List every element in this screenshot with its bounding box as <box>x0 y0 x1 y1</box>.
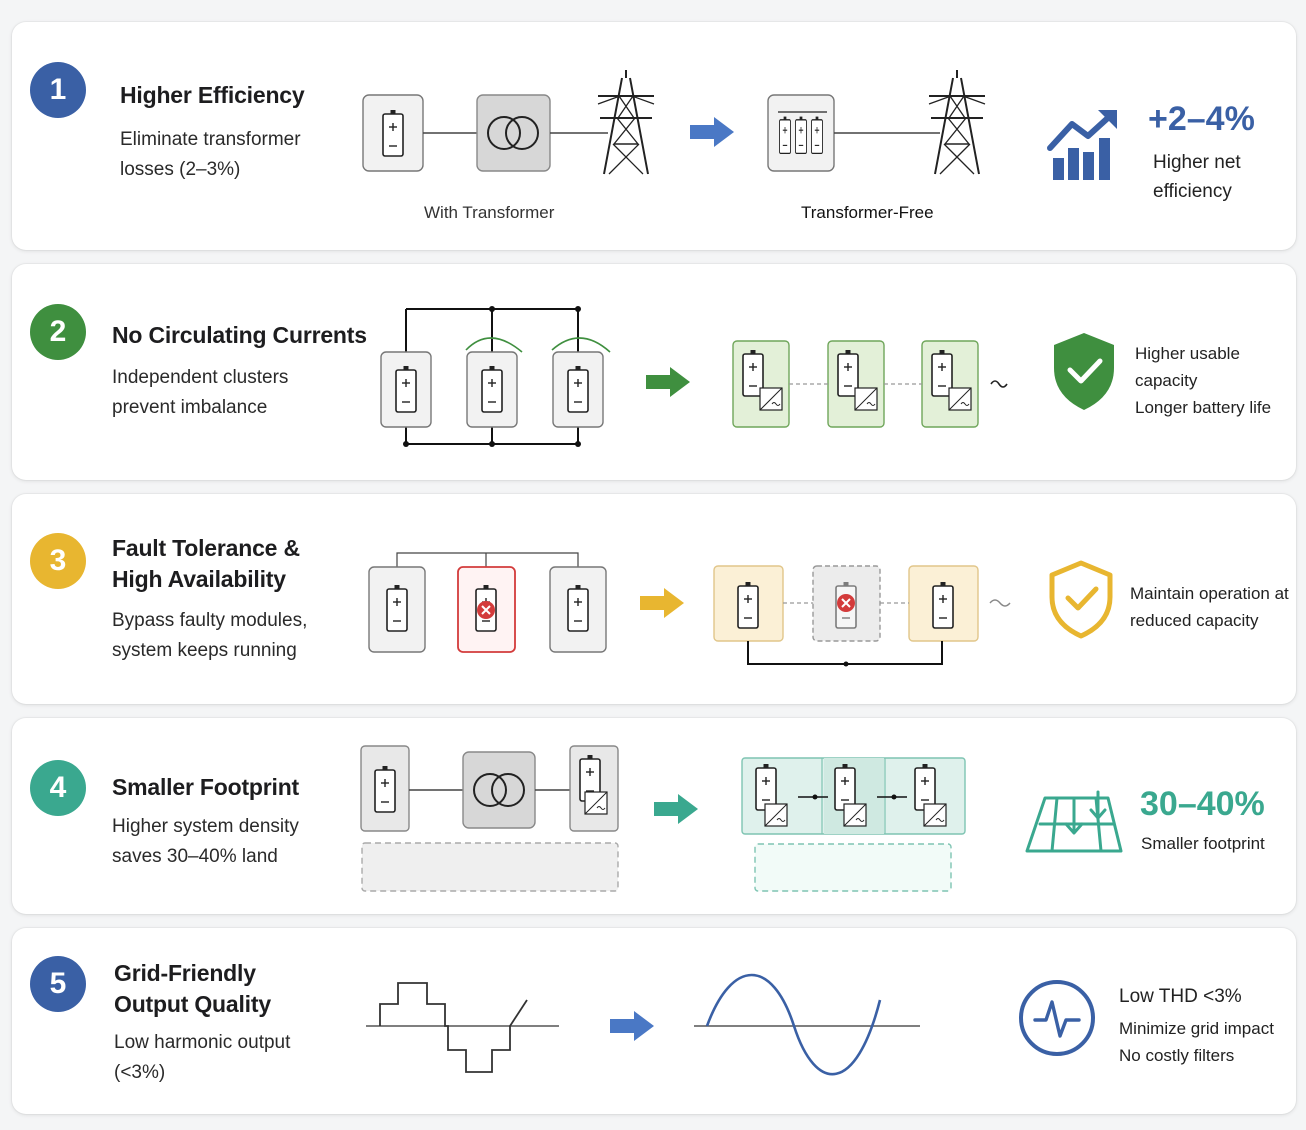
arrow-right-icon <box>646 367 690 397</box>
arrow-right-icon <box>654 794 698 824</box>
transformer-free-diagram <box>767 69 986 175</box>
step-number-5: 5 <box>30 956 86 1012</box>
metric-thd: Low THD <3% <box>1119 986 1242 1007</box>
bypassed-system-diagram <box>713 565 1011 667</box>
small-footprint-area <box>754 843 952 892</box>
benefit-grid-line-1: Minimize grid impact <box>1119 1019 1274 1038</box>
sine-waveform-diagram <box>694 973 920 1076</box>
battery-icon <box>382 109 404 157</box>
benefit-capacity-line-1: Higher usable capacity <box>1135 344 1240 390</box>
row-description: Eliminate transformer losses (2–3%) <box>120 129 301 180</box>
row-description: Higher system density saves 30–40% land <box>112 816 299 867</box>
parallel-clusters-diagram <box>380 306 611 447</box>
caption-transformer-free: Transformer-Free <box>801 203 934 222</box>
metric-footprint: 30–40% <box>1140 785 1265 823</box>
caption-with-transformer: With Transformer <box>424 203 555 222</box>
independent-clusters-diagram <box>732 340 1008 428</box>
row-description: Low harmonic output (<3%) <box>114 1032 291 1083</box>
benefit-efficiency: Higher net efficiency <box>1153 152 1241 202</box>
stepped-waveform-diagram <box>366 982 559 1073</box>
step-number-2: 2 <box>30 304 86 360</box>
footprint-shrink-icon <box>1025 790 1123 853</box>
benefit-capacity-line-2: Longer battery life <box>1135 398 1272 417</box>
large-footprint-area <box>361 842 619 892</box>
card-higher-efficiency <box>12 22 1296 250</box>
footprint-transformer-free-diagram <box>741 757 966 892</box>
row-title: Higher Efficiency <box>120 82 305 108</box>
row-description: Bypass faulty modules, system keeps runn… <box>112 610 308 661</box>
card-grid-friendly <box>12 928 1296 1114</box>
arrow-right-icon <box>640 588 684 618</box>
footprint-with-transformer-diagram <box>360 745 619 892</box>
bypass-faulty-module-diagram <box>368 552 607 653</box>
row-title: Fault Tolerance & High Availability <box>112 535 300 592</box>
growth-chart-icon <box>1047 110 1117 180</box>
benefit-grid-line-2: No costly filters <box>1119 1046 1235 1065</box>
with-transformer-diagram <box>362 69 655 175</box>
step-number-3: 3 <box>30 533 86 589</box>
metric-efficiency: +2–4% <box>1148 100 1255 138</box>
step-number-4: 4 <box>30 760 86 816</box>
transmission-tower-icon <box>928 69 986 175</box>
row-description: Independent clusters prevent imbalance <box>112 367 289 418</box>
row-title: No Circulating Currents <box>112 322 367 348</box>
arrow-right-icon <box>610 1011 654 1041</box>
waveform-circle-icon <box>1019 980 1095 1056</box>
benefit-footprint: Smaller footprint <box>1141 834 1265 853</box>
benefit-fault-tolerance: Maintain operation at reduced capacity <box>1130 584 1289 630</box>
row-title: Grid-Friendly Output Quality <box>114 960 271 1017</box>
shield-check-icon <box>1054 333 1114 410</box>
fault-x-icon <box>477 601 495 619</box>
shield-outline-check-icon <box>1049 560 1113 639</box>
step-number-1: 1 <box>30 62 86 118</box>
arrow-right-icon <box>690 117 734 147</box>
row-title: Smaller Footprint <box>112 774 300 800</box>
transmission-tower-icon <box>597 69 655 175</box>
